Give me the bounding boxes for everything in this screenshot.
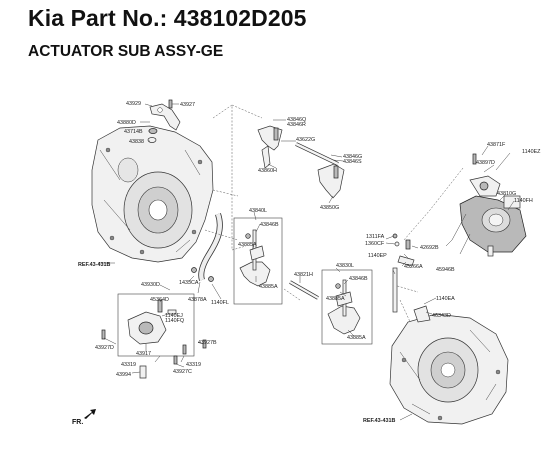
label-43927B: 43927B [198, 340, 217, 346]
label-43810G: 43810G [497, 191, 516, 197]
label-45946B: 45946B [436, 267, 455, 273]
label-43860H: 43860H [258, 168, 277, 174]
label-45266A: 45266A [404, 264, 423, 270]
label-43897D: 43897D [476, 160, 495, 166]
label-43622G: 43622G [296, 137, 315, 143]
label-43846B-b: 43846B [349, 276, 368, 282]
shift-fork-43840L [239, 229, 271, 287]
small-parts-lower [101, 329, 207, 379]
actuator-sub-assy [445, 153, 527, 257]
label-43840L: 43840L [249, 208, 267, 214]
label-43319-a: 43319 [121, 362, 136, 368]
label-42692B: 42692B [420, 245, 439, 251]
fr-label: FR. [72, 419, 83, 426]
label-45364D: 45364D [150, 297, 169, 303]
shift-fork-43850G [317, 163, 345, 199]
label-43917: 43917 [136, 351, 151, 357]
label-43878A: 43878A [188, 297, 207, 303]
shift-fork-upper [257, 125, 283, 169]
label-1140EA: 1140EA [436, 296, 455, 302]
label-43885A-d: 43885A [347, 335, 366, 341]
label-43927: 43927 [180, 102, 195, 108]
front-arrow-icon [84, 409, 96, 419]
label-43927C: 43927C [173, 369, 192, 375]
shift-rod-43622G [295, 142, 339, 166]
ref-label-left: REF.43-431B [78, 262, 110, 268]
label-43994: 43994 [116, 372, 131, 378]
label-43885A-c: 43885A [326, 296, 345, 302]
label-43885A-a: 43885A [238, 242, 257, 248]
label-1140EJ: 1140EJ [165, 313, 183, 319]
label-43880D: 43880D [117, 120, 136, 126]
transmission-housing-right [389, 313, 509, 425]
label-1360CF: 1360CF [365, 241, 385, 247]
label-1433CA: 1433CA [179, 280, 199, 286]
front-direction-indicator: FR. [72, 409, 96, 426]
label-43821H: 43821H [294, 272, 313, 278]
label-43846G: 43846G [343, 154, 362, 160]
label-1140FH: 1140FH [514, 198, 533, 204]
label-43927D: 43927D [95, 345, 114, 351]
label-43871F: 43871F [487, 142, 506, 148]
label-43929: 43929 [126, 101, 141, 107]
label-43846B-a: 43846B [260, 222, 279, 228]
label-43838: 43838 [129, 139, 144, 145]
label-43930D: 43930D [141, 282, 160, 288]
ref-label-right: REF.43-431B [363, 418, 395, 424]
small-bolts-1311FA [392, 233, 415, 267]
rod-45946B [392, 267, 398, 313]
label-1311FA: 1311FA [366, 234, 385, 240]
label-1140FL: 1140FL [211, 300, 229, 306]
part-labels: 43929 43927 43880D 43714B 43838 43846Q 4… [78, 101, 541, 424]
label-43714B: 43714B [124, 129, 143, 135]
label-43319-b: 43319 [186, 362, 201, 368]
assembly-box-43840L [233, 217, 283, 305]
label-43885A-b: 43885A [259, 284, 278, 290]
label-43846R: 43846R [287, 122, 306, 128]
label-1140EP: 1140EP [368, 253, 387, 259]
label-46343D: 46343D [432, 313, 451, 319]
assembly-box-43930D [117, 293, 195, 357]
page-subtitle: ACTUATOR SUB ASSY-GE [28, 43, 224, 60]
bracket-43929 [147, 99, 181, 143]
label-43850G: 43850G [320, 205, 339, 211]
shift-fork-43830L [327, 279, 361, 335]
assembly-box-43830L [321, 269, 373, 345]
label-43830L: 43830L [336, 263, 354, 269]
label-1140EZ: 1140EZ [522, 149, 541, 155]
label-1140FQ: 1140FQ [165, 318, 184, 324]
transmission-housing-left [91, 125, 214, 263]
label-43846S: 43846S [343, 159, 362, 165]
label-43846Q: 43846Q [287, 117, 306, 123]
actuator-lever-43917 [127, 299, 177, 345]
page-title: Kia Part No.: 438102D205 [28, 5, 307, 31]
